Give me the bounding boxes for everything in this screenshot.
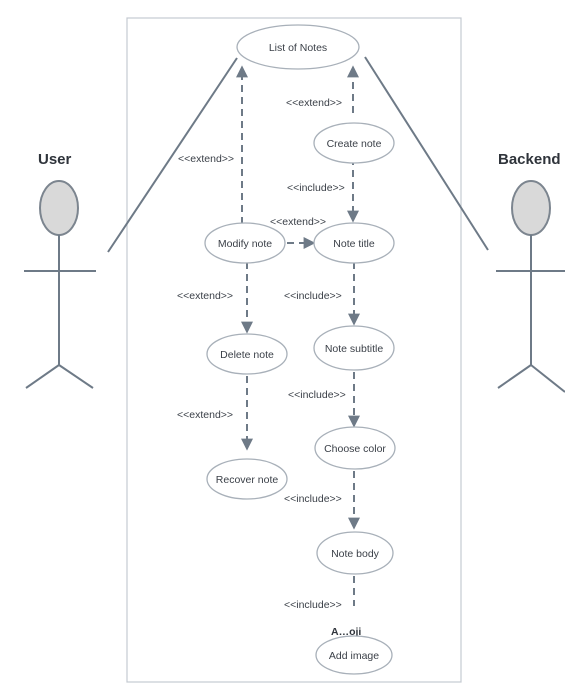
actor-backend-figure <box>496 180 565 393</box>
usecase-note-body: Note body <box>316 531 394 575</box>
label-extend-modify-to-title: <<extend>> <box>270 216 326 228</box>
label-extend-recover-to-delete: <<extend>> <box>177 409 233 421</box>
usecase-choose-color-label: Choose color <box>324 443 386 455</box>
label-include-create-title: <<include>> <box>287 182 345 194</box>
usecase-add-image-label: Add image <box>329 650 379 662</box>
usecase-add-emoji-partial-label: A…oji <box>331 626 361 638</box>
usecase-recover-note: Recover note <box>206 458 288 500</box>
actor-user-label: User <box>38 151 72 168</box>
usecase-delete-note: Delete note <box>206 333 288 375</box>
usecase-create-note-label: Create note <box>327 138 382 150</box>
usecase-recover-note-label: Recover note <box>216 474 279 486</box>
usecase-delete-note-label: Delete note <box>220 349 274 361</box>
usecase-modify-note: Modify note <box>204 222 286 264</box>
association-backend-list <box>364 56 489 251</box>
label-extend-modify-to-list: <<extend>> <box>178 153 234 165</box>
usecase-note-title: Note title <box>313 222 395 264</box>
label-extend-delete-to-modify: <<extend>> <box>177 290 233 302</box>
usecase-add-image: Add image <box>315 635 393 675</box>
label-include-body-emoji: <<include>> <box>284 599 342 611</box>
label-include-title-subtitle: <<include>> <box>284 290 342 302</box>
usecase-note-title-label: Note title <box>333 238 375 250</box>
system-boundary <box>126 17 462 683</box>
label-include-color-body: <<include>> <box>284 493 342 505</box>
usecase-note-subtitle-label: Note subtitle <box>325 343 384 355</box>
usecase-choose-color: Choose color <box>314 426 396 470</box>
label-include-subtitle-color: <<include>> <box>288 389 346 401</box>
actor-backend-head <box>511 180 551 236</box>
usecase-create-note: Create note <box>313 122 395 164</box>
usecase-list-of-notes: List of Notes <box>236 24 360 70</box>
actor-user-figure <box>24 180 96 389</box>
actor-user-head <box>39 180 79 236</box>
usecase-list-of-notes-label: List of Notes <box>269 42 327 54</box>
association-user-list <box>107 57 238 253</box>
label-extend-create-to-list: <<extend>> <box>286 97 342 109</box>
usecase-modify-note-label: Modify note <box>218 238 272 250</box>
actor-backend-label: Backend <box>498 151 561 168</box>
usecase-note-subtitle: Note subtitle <box>313 325 395 371</box>
usecase-note-body-label: Note body <box>331 548 380 560</box>
